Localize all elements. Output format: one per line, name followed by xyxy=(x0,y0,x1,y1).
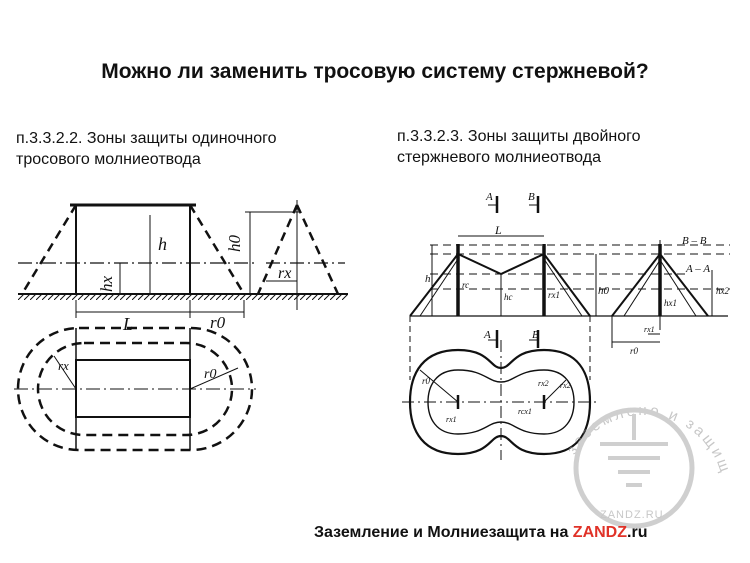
label-h0-right: h0 xyxy=(598,285,610,297)
right-side-slope-left xyxy=(611,253,661,317)
label-rcx1: rcx1 xyxy=(518,407,532,416)
left-elevation xyxy=(18,200,348,318)
label-L: L xyxy=(122,314,133,334)
watermark-arc-text: заземлено и защищено xyxy=(0,0,731,477)
label-A-bot: A xyxy=(483,329,491,341)
left-plan-rx-arrow xyxy=(53,355,77,390)
label-B-top: B xyxy=(528,191,535,203)
left-caption-line1: п.3.3.2.2. Зоны защиты одиночного xyxy=(16,130,277,147)
label-h0: h0 xyxy=(225,235,244,253)
right-plan-inner-zone xyxy=(427,369,575,435)
label-A-top: A xyxy=(485,191,493,203)
footer: Заземление и Молниезащита на ZANDZ.ru xyxy=(314,524,647,542)
left-ground-hatch xyxy=(18,294,348,300)
label-B-bot: B xyxy=(532,329,539,341)
label-r0: r0 xyxy=(210,313,226,332)
label-hx: hx xyxy=(97,276,116,293)
label-BB: B – B xyxy=(682,235,707,247)
left-plan-outer-zone xyxy=(16,326,254,452)
right-plan xyxy=(402,340,600,460)
label-hx2: hx2 xyxy=(716,286,729,296)
left-side-slope-left xyxy=(256,204,299,295)
ground-symbol-icon xyxy=(573,407,695,529)
label-r0-plan: r0 xyxy=(204,367,216,382)
right-labels: A B L B – B A – A h rc h0 hc rx1 hx2 hx1… xyxy=(422,191,729,424)
left-plan-r0-arrow xyxy=(189,367,239,390)
right-side-slope-right xyxy=(659,253,709,317)
left-caption: п.3.3.2.2. Зоны защиты одиночного тросов… xyxy=(16,128,346,170)
label-rx2-b: rx2 xyxy=(560,381,571,390)
label-rc: rc xyxy=(462,280,469,290)
right-elevation xyxy=(409,196,730,380)
label-r0-right: r0 xyxy=(630,346,639,356)
label-h-right: h xyxy=(425,273,431,285)
label-rx-plan: rx xyxy=(58,358,69,373)
watermark: заземлено и защищено ZANDZ.RU xyxy=(0,0,731,529)
left-zone-slope-right xyxy=(188,204,246,295)
label-r0-plan-right: r0 xyxy=(422,376,431,386)
footer-brand-link[interactable]: ZANDZ xyxy=(572,524,628,541)
right-caption: п.3.3.2.3. Зоны защиты двойного стержнев… xyxy=(397,126,727,168)
label-rx: rx xyxy=(278,265,291,282)
label-rx1-plan: rx1 xyxy=(446,415,457,424)
right-plan-outer-zone xyxy=(408,348,592,456)
label-rx1: rx1 xyxy=(548,290,560,300)
label-hc: hc xyxy=(504,292,513,302)
right-caption-line2: стержневого молниеотвода xyxy=(397,149,601,166)
right-caption-line1: п.3.3.2.3. Зоны защиты двойного xyxy=(397,128,641,145)
page-title: Можно ли заменить тросовую систему стерж… xyxy=(101,60,649,83)
left-cable-frame xyxy=(75,204,191,295)
label-rx2: rx2 xyxy=(538,379,549,388)
footer-suffix: .ru xyxy=(627,524,648,541)
label-AA: A – A xyxy=(685,263,710,275)
left-zone-slope-left xyxy=(20,204,78,295)
label-L-right: L xyxy=(494,223,502,237)
label-hx1: hx1 xyxy=(664,298,677,308)
watermark-site: ZANDZ.RU xyxy=(600,509,664,521)
right-zone-outline xyxy=(409,252,591,317)
left-labels: h h0 hx rx L r0 rx r0 xyxy=(58,234,291,382)
label-h: h xyxy=(158,234,167,254)
left-side-slope-right xyxy=(295,204,340,295)
label-rx1-b: rx1 xyxy=(644,325,655,334)
footer-text: Заземление и Молниезащита на xyxy=(314,524,573,541)
left-plan xyxy=(14,326,256,452)
left-caption-line2: тросового молниеотвода xyxy=(16,151,201,168)
